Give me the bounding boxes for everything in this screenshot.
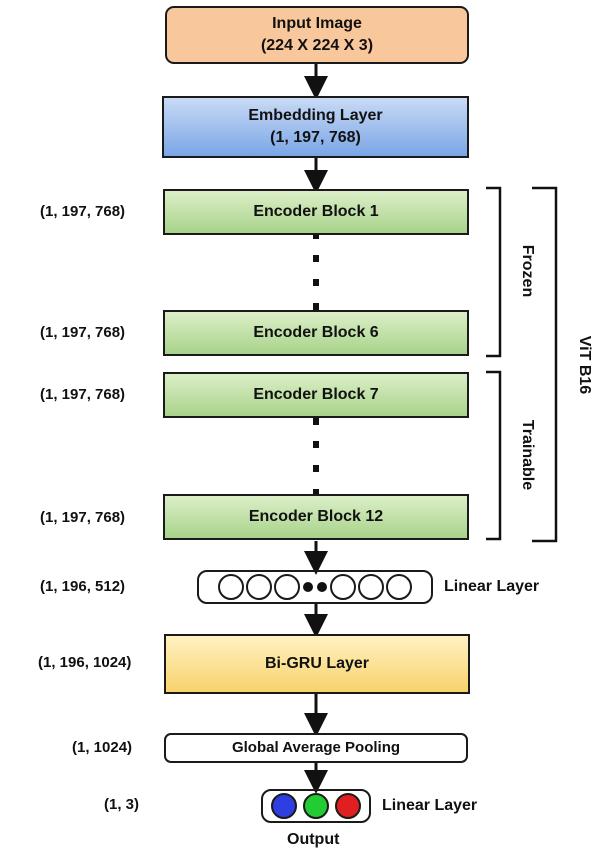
encoder-7-shape: (1, 197, 768) (40, 386, 126, 403)
encoder-block-12: Encoder Block 12 (163, 494, 469, 540)
trainable-label: Trainable (519, 419, 536, 491)
input-image-shape: (224 X 224 X 3) (260, 37, 374, 54)
output-neuron-blue-icon (271, 793, 297, 819)
bi-gru-layer-block: Bi-GRU Layer (164, 634, 470, 694)
encoder-block-12-label: Encoder Block 12 (248, 508, 384, 526)
encoder-block-6-label: Encoder Block 6 (253, 324, 379, 342)
embedding-layer-shape: (1, 197, 768) (270, 129, 361, 146)
global-average-pooling-block: Global Average Pooling (164, 733, 468, 763)
neuron-icon (386, 574, 412, 600)
neuron-icon (330, 574, 356, 600)
linear-layer-2-block (261, 789, 371, 823)
embedding-layer-block: Embedding Layer (1, 197, 768) (162, 96, 469, 158)
ellipsis-dots (313, 232, 319, 496)
frozen-label: Frozen (519, 244, 536, 298)
encoder-block-7-label: Encoder Block 7 (253, 386, 379, 404)
encoder-block-1-label: Encoder Block 1 (253, 203, 379, 221)
linear-layer-1-shape: (1, 196, 512) (40, 578, 126, 595)
input-image-block: Input Image (224 X 224 X 3) (165, 6, 469, 64)
gap-shape: (1, 1024) (72, 739, 133, 756)
linear-layer-1-block (197, 570, 433, 604)
bi-gru-shape: (1, 196, 1024) (38, 654, 132, 671)
neuron-icon (274, 574, 300, 600)
neuron-icon (218, 574, 244, 600)
linear-layer-1-label: Linear Layer (444, 578, 540, 595)
encoder-block-7: Encoder Block 7 (163, 372, 469, 418)
output-neuron-green-icon (303, 793, 329, 819)
output-neuron-red-icon (335, 793, 361, 819)
embedding-layer-title: Embedding Layer (248, 107, 383, 125)
output-label: Output (287, 831, 340, 848)
encoder-12-shape: (1, 197, 768) (40, 509, 126, 526)
dot-icon (317, 582, 327, 592)
frozen-bracket (486, 186, 502, 358)
dot-icon (303, 582, 313, 592)
neuron-icon (246, 574, 272, 600)
linear-layer-2-label: Linear Layer (382, 797, 478, 814)
encoder-block-6: Encoder Block 6 (163, 310, 469, 356)
neuron-icon (358, 574, 384, 600)
gap-label: Global Average Pooling (231, 738, 401, 756)
vit-b16-label: ViT B16 (576, 335, 593, 395)
encoder-6-shape: (1, 197, 768) (40, 324, 126, 341)
linear-layer-2-shape: (1, 3) (104, 796, 140, 813)
encoder-1-shape: (1, 197, 768) (40, 203, 126, 220)
trainable-bracket (486, 370, 502, 541)
input-image-title: Input Image (272, 15, 362, 33)
encoder-block-1: Encoder Block 1 (163, 189, 469, 235)
bi-gru-label: Bi-GRU Layer (264, 655, 370, 673)
vit-bracket (532, 186, 558, 543)
